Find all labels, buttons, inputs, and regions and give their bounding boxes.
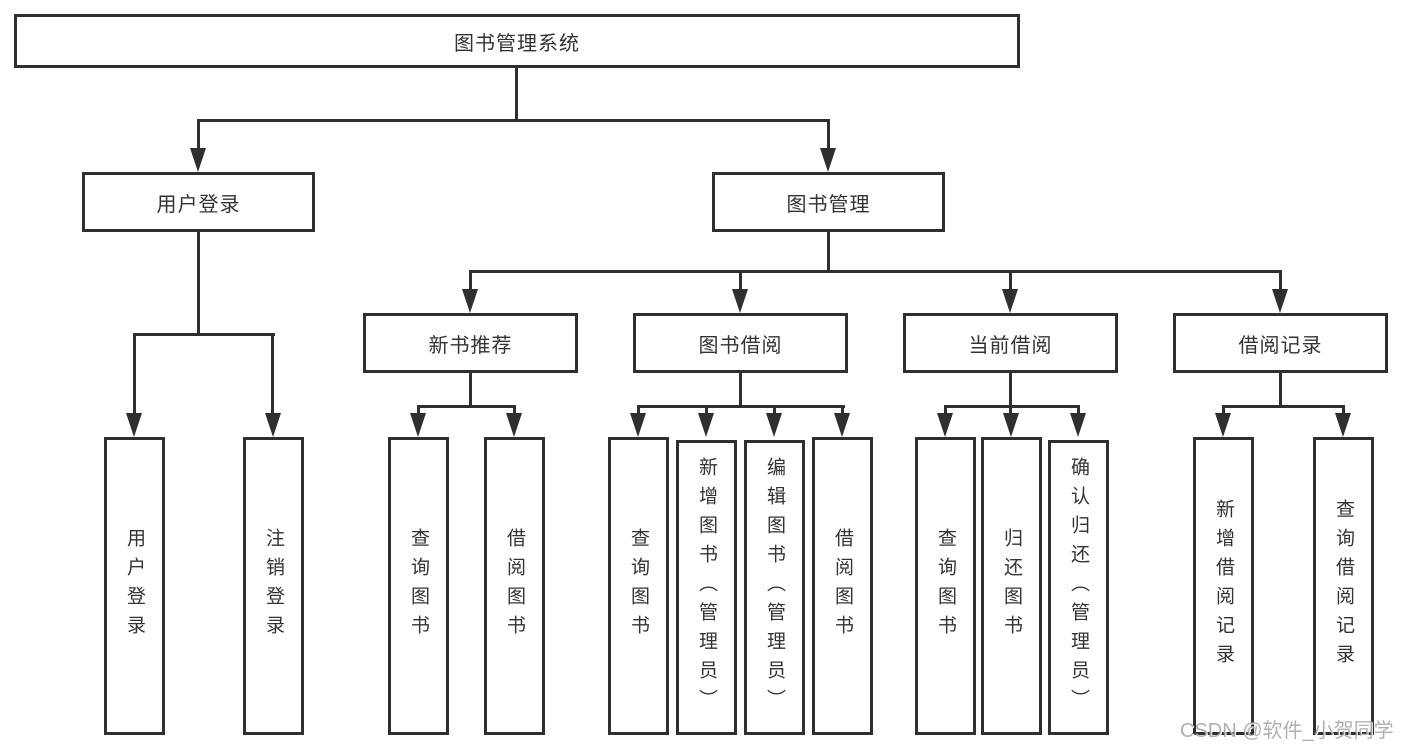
connector-arrowhead [1215, 413, 1231, 437]
connector-line [1222, 405, 1345, 408]
leaf-user-login: 用户登录 [104, 437, 165, 735]
leaf-borrow-books: 借阅图书 [812, 437, 873, 735]
connector-line [1279, 273, 1282, 290]
leaf-confirm-return-admin: 确认归还（管理员） [1048, 440, 1109, 735]
connector-arrowhead [698, 413, 714, 437]
node-label: 图书管理 [786, 193, 871, 216]
node-label: 图书管理系统 [454, 32, 580, 55]
connector-arrowhead [265, 413, 281, 437]
connector-line [1009, 373, 1012, 408]
leaf-label: 查询借阅记录 [1333, 499, 1354, 673]
connector-line [637, 405, 845, 408]
leaf-label: 新增图书（管理员） [696, 457, 717, 718]
connector-line [469, 373, 472, 408]
connector-line [417, 408, 420, 414]
node-label: 图书借阅 [698, 334, 783, 357]
connector-line [773, 408, 776, 414]
connector-arrowhead [1272, 289, 1288, 313]
connector-line [133, 336, 136, 413]
connector-arrowhead [462, 289, 478, 313]
connector-line [1279, 373, 1282, 408]
connector-line [1009, 408, 1012, 414]
connector-line [705, 408, 708, 414]
node-new-book-recommendation: 新书推荐 [363, 313, 578, 373]
node-book-management: 图书管理 [712, 172, 945, 232]
leaf-add-borrow-record: 新增借阅记录 [1193, 437, 1254, 735]
leaf-logout: 注销登录 [243, 437, 304, 735]
connector-line [841, 408, 844, 414]
leaf-label: 借阅图书 [504, 528, 525, 644]
leaf-label: 编辑图书（管理员） [764, 457, 785, 718]
connector-arrowhead [1070, 413, 1086, 437]
leaf-label: 查询图书 [935, 528, 956, 644]
connector-arrowhead [1335, 413, 1351, 437]
connector-line [417, 405, 516, 408]
leaf-label: 借阅图书 [832, 528, 853, 644]
connector-line [1009, 273, 1012, 290]
leaf-label: 查询图书 [628, 528, 649, 644]
leaf-query-books-borrowing: 查询图书 [608, 437, 669, 735]
connector-line [469, 273, 472, 290]
leaf-label: 确认归还（管理员） [1068, 457, 1089, 718]
node-label: 用户登录 [156, 193, 241, 216]
leaf-label: 查询图书 [408, 528, 429, 644]
connector-line [944, 408, 947, 414]
connector-line [197, 122, 200, 150]
node-user-login: 用户登录 [82, 172, 315, 232]
leaf-query-books-current: 查询图书 [915, 437, 976, 735]
node-label: 当前借阅 [968, 334, 1053, 357]
connector-arrowhead [190, 148, 206, 172]
connector-arrowhead [820, 148, 836, 172]
leaf-borrow-books-recommendation: 借阅图书 [484, 437, 545, 735]
connector-line [944, 405, 1080, 408]
csdn-watermark: CSDN @软件_小贺同学 [1180, 720, 1394, 742]
connector-line [469, 270, 1282, 273]
leaf-query-borrow-record: 查询借阅记录 [1313, 437, 1374, 735]
connector-arrowhead [410, 413, 426, 437]
leaf-label: 用户登录 [124, 528, 145, 644]
connector-line [1077, 408, 1080, 414]
connector-line [513, 408, 516, 414]
connector-line [739, 373, 742, 408]
connector-arrowhead [506, 413, 522, 437]
connector-line [133, 333, 275, 336]
leaf-add-book-admin: 新增图书（管理员） [676, 440, 737, 735]
connector-arrowhead [766, 413, 782, 437]
node-current-borrowing: 当前借阅 [903, 313, 1118, 373]
connector-line [197, 119, 830, 122]
connector-arrowhead [1002, 289, 1018, 313]
connector-arrowhead [834, 413, 850, 437]
connector-line [1222, 408, 1225, 414]
connector-arrowhead [126, 413, 142, 437]
connector-line [739, 273, 742, 290]
leaf-edit-book-admin: 编辑图书（管理员） [744, 440, 805, 735]
connector-arrowhead [732, 289, 748, 313]
connector-line [515, 68, 518, 122]
connector-arrowhead [630, 413, 646, 437]
leaf-return-books: 归还图书 [981, 437, 1042, 735]
node-book-borrowing: 图书借阅 [633, 313, 848, 373]
connector-line [827, 122, 830, 150]
leaf-label: 注销登录 [263, 528, 284, 644]
connector-line [197, 232, 200, 336]
connector-line [827, 232, 830, 273]
leaf-label: 归还图书 [1001, 528, 1022, 644]
leaf-label: 新增借阅记录 [1213, 499, 1234, 673]
connector-line [1342, 408, 1345, 414]
connector-arrowhead [1003, 413, 1019, 437]
leaf-query-books-recommendation: 查询图书 [388, 437, 449, 735]
node-borrowing-records: 借阅记录 [1173, 313, 1388, 373]
connector-line [271, 336, 274, 413]
node-label: 借阅记录 [1238, 334, 1323, 357]
node-library-management-system: 图书管理系统 [14, 14, 1020, 68]
connector-line [637, 408, 640, 414]
node-label: 新书推荐 [428, 334, 513, 357]
connector-arrowhead [937, 413, 953, 437]
